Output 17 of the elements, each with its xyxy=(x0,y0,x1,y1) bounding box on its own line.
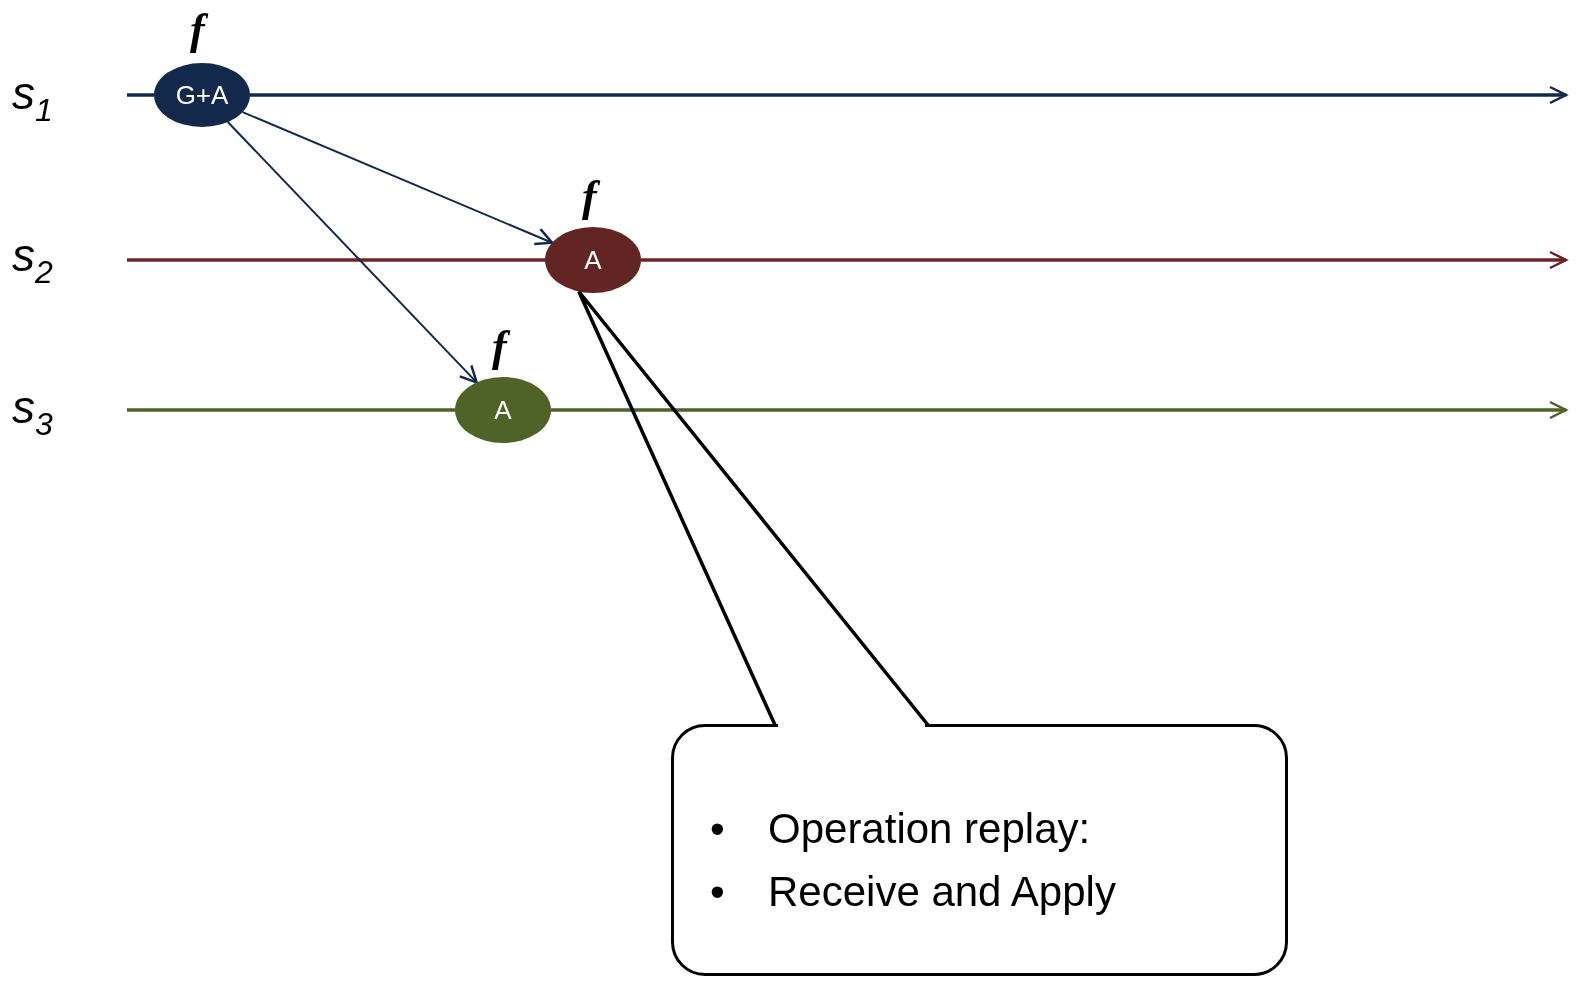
event-label: A xyxy=(494,394,512,426)
bullet-item: • xyxy=(710,867,725,917)
timeline-arrow xyxy=(250,85,1568,105)
lane-label: s$_{1}$ xyxy=(12,70,53,126)
bullet-item: Operation replay: xyxy=(768,804,1091,854)
timeline-arrow xyxy=(551,400,1568,420)
arrow xyxy=(226,121,478,384)
event-label: A xyxy=(584,244,602,276)
bullet-item: • xyxy=(710,804,725,854)
arrow xyxy=(241,111,554,246)
callout-bubble xyxy=(671,724,1288,976)
lane-label: s$_{2}$ xyxy=(12,232,53,288)
callout-tail xyxy=(577,289,930,727)
bullet-item: Receive and Apply xyxy=(768,867,1116,917)
event-label: G+A xyxy=(175,79,229,111)
timeline-arrow xyxy=(641,250,1568,270)
lane-label: s$_{3}$ xyxy=(12,384,53,440)
